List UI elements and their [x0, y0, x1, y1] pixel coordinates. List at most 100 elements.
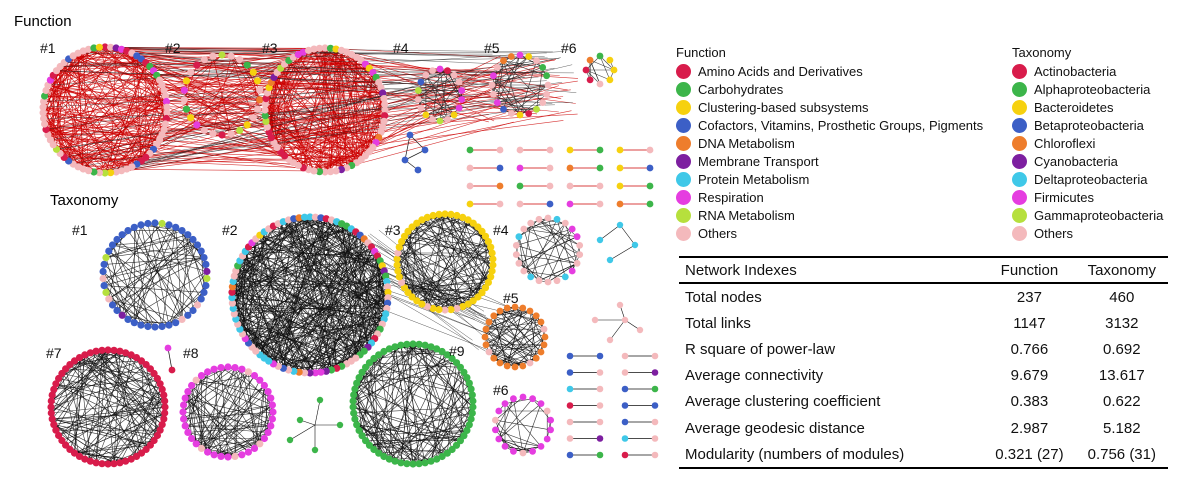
table-cell: Average connectivity	[685, 367, 824, 385]
network-edge	[43, 80, 547, 108]
network-node	[539, 99, 547, 106]
legend-color-dot	[676, 154, 691, 170]
network-node	[112, 44, 120, 52]
network-edge	[231, 292, 385, 320]
network-edge	[255, 246, 372, 352]
network-node	[621, 451, 629, 459]
legend-color-dot	[1012, 190, 1027, 206]
network-edge	[380, 114, 490, 133]
network-edge	[153, 70, 574, 74]
network-edge	[99, 54, 299, 173]
network-edge	[495, 419, 524, 454]
network-node	[158, 385, 166, 393]
network-node	[107, 43, 115, 51]
network-node	[519, 304, 527, 312]
network-edge	[231, 297, 365, 352]
network-node	[621, 402, 629, 409]
network-node	[465, 379, 473, 387]
network-node	[161, 92, 169, 100]
network-edge	[47, 50, 84, 135]
network-edge	[352, 348, 437, 408]
network-edge	[255, 281, 387, 352]
network-node	[355, 374, 363, 382]
network-edge	[82, 90, 165, 170]
network-edge	[51, 418, 86, 460]
network-edge	[373, 358, 448, 454]
network-node	[101, 169, 109, 177]
taxonomy-legend-item: Gammaproteobacteria	[1012, 207, 1200, 225]
network-edge	[418, 99, 460, 109]
network-node	[132, 452, 141, 460]
network-node	[515, 259, 523, 267]
network-edge	[511, 84, 549, 114]
taxonomy-legend-item: Alphaproteobacteria	[1012, 80, 1200, 98]
network-node	[381, 100, 389, 108]
network-node	[484, 278, 492, 286]
network-edge	[401, 241, 483, 293]
network-node	[42, 125, 50, 134]
network-edge	[418, 90, 455, 116]
network-node	[48, 391, 56, 399]
table-cell: 1147	[1013, 314, 1046, 332]
network-edge	[362, 412, 473, 436]
network-node	[315, 168, 324, 176]
module-label: #1	[40, 40, 56, 56]
legend-color-dot	[1012, 226, 1027, 242]
network-node	[496, 359, 504, 367]
network-node	[218, 51, 226, 59]
network-node	[181, 394, 189, 402]
network-node	[582, 66, 590, 74]
network-node	[55, 431, 63, 440]
network-edge	[234, 313, 274, 365]
network-edge	[136, 357, 165, 420]
network-node	[421, 459, 429, 467]
network-edge	[45, 82, 379, 91]
network-node	[447, 306, 455, 314]
network-edge	[360, 82, 379, 160]
network-edge	[356, 424, 420, 464]
network-node	[187, 68, 195, 76]
network-node	[596, 236, 604, 244]
network-node	[326, 168, 335, 176]
network-node	[381, 106, 389, 114]
network-node	[606, 76, 614, 84]
network-edge	[43, 106, 163, 136]
legend-label: Amino Acids and Derivatives	[698, 63, 863, 79]
network-edge	[378, 354, 396, 462]
legend-label: DNA Metabolism	[698, 135, 795, 151]
network-node	[268, 415, 276, 423]
network-edge	[53, 378, 158, 390]
network-edge	[234, 276, 249, 344]
legend-color-dot	[676, 172, 691, 188]
network-node	[500, 57, 507, 65]
network-edge	[493, 357, 516, 368]
network-node	[116, 459, 124, 467]
network-node	[537, 400, 545, 407]
taxonomy-legend-item: Deltaproteobacteria	[1012, 171, 1200, 189]
network-node	[375, 351, 383, 359]
network-edge	[237, 255, 378, 325]
network-edge	[460, 372, 465, 441]
network-node	[263, 89, 271, 97]
network-edge	[268, 228, 387, 309]
network-edge	[418, 74, 455, 100]
legend-label: Betaproteobacteria	[1034, 117, 1144, 133]
network-node	[50, 385, 58, 393]
network-node	[102, 288, 110, 296]
network-node	[178, 315, 186, 323]
legend-label: Gammaproteobacteria	[1034, 208, 1164, 224]
network-node	[519, 362, 527, 370]
network-node	[397, 459, 405, 467]
network-edge	[364, 260, 521, 312]
network-edge	[404, 217, 463, 237]
network-node	[144, 219, 152, 228]
network-node	[179, 408, 187, 416]
network-node	[516, 111, 524, 119]
network-edge	[365, 367, 443, 457]
network-node	[544, 81, 552, 89]
